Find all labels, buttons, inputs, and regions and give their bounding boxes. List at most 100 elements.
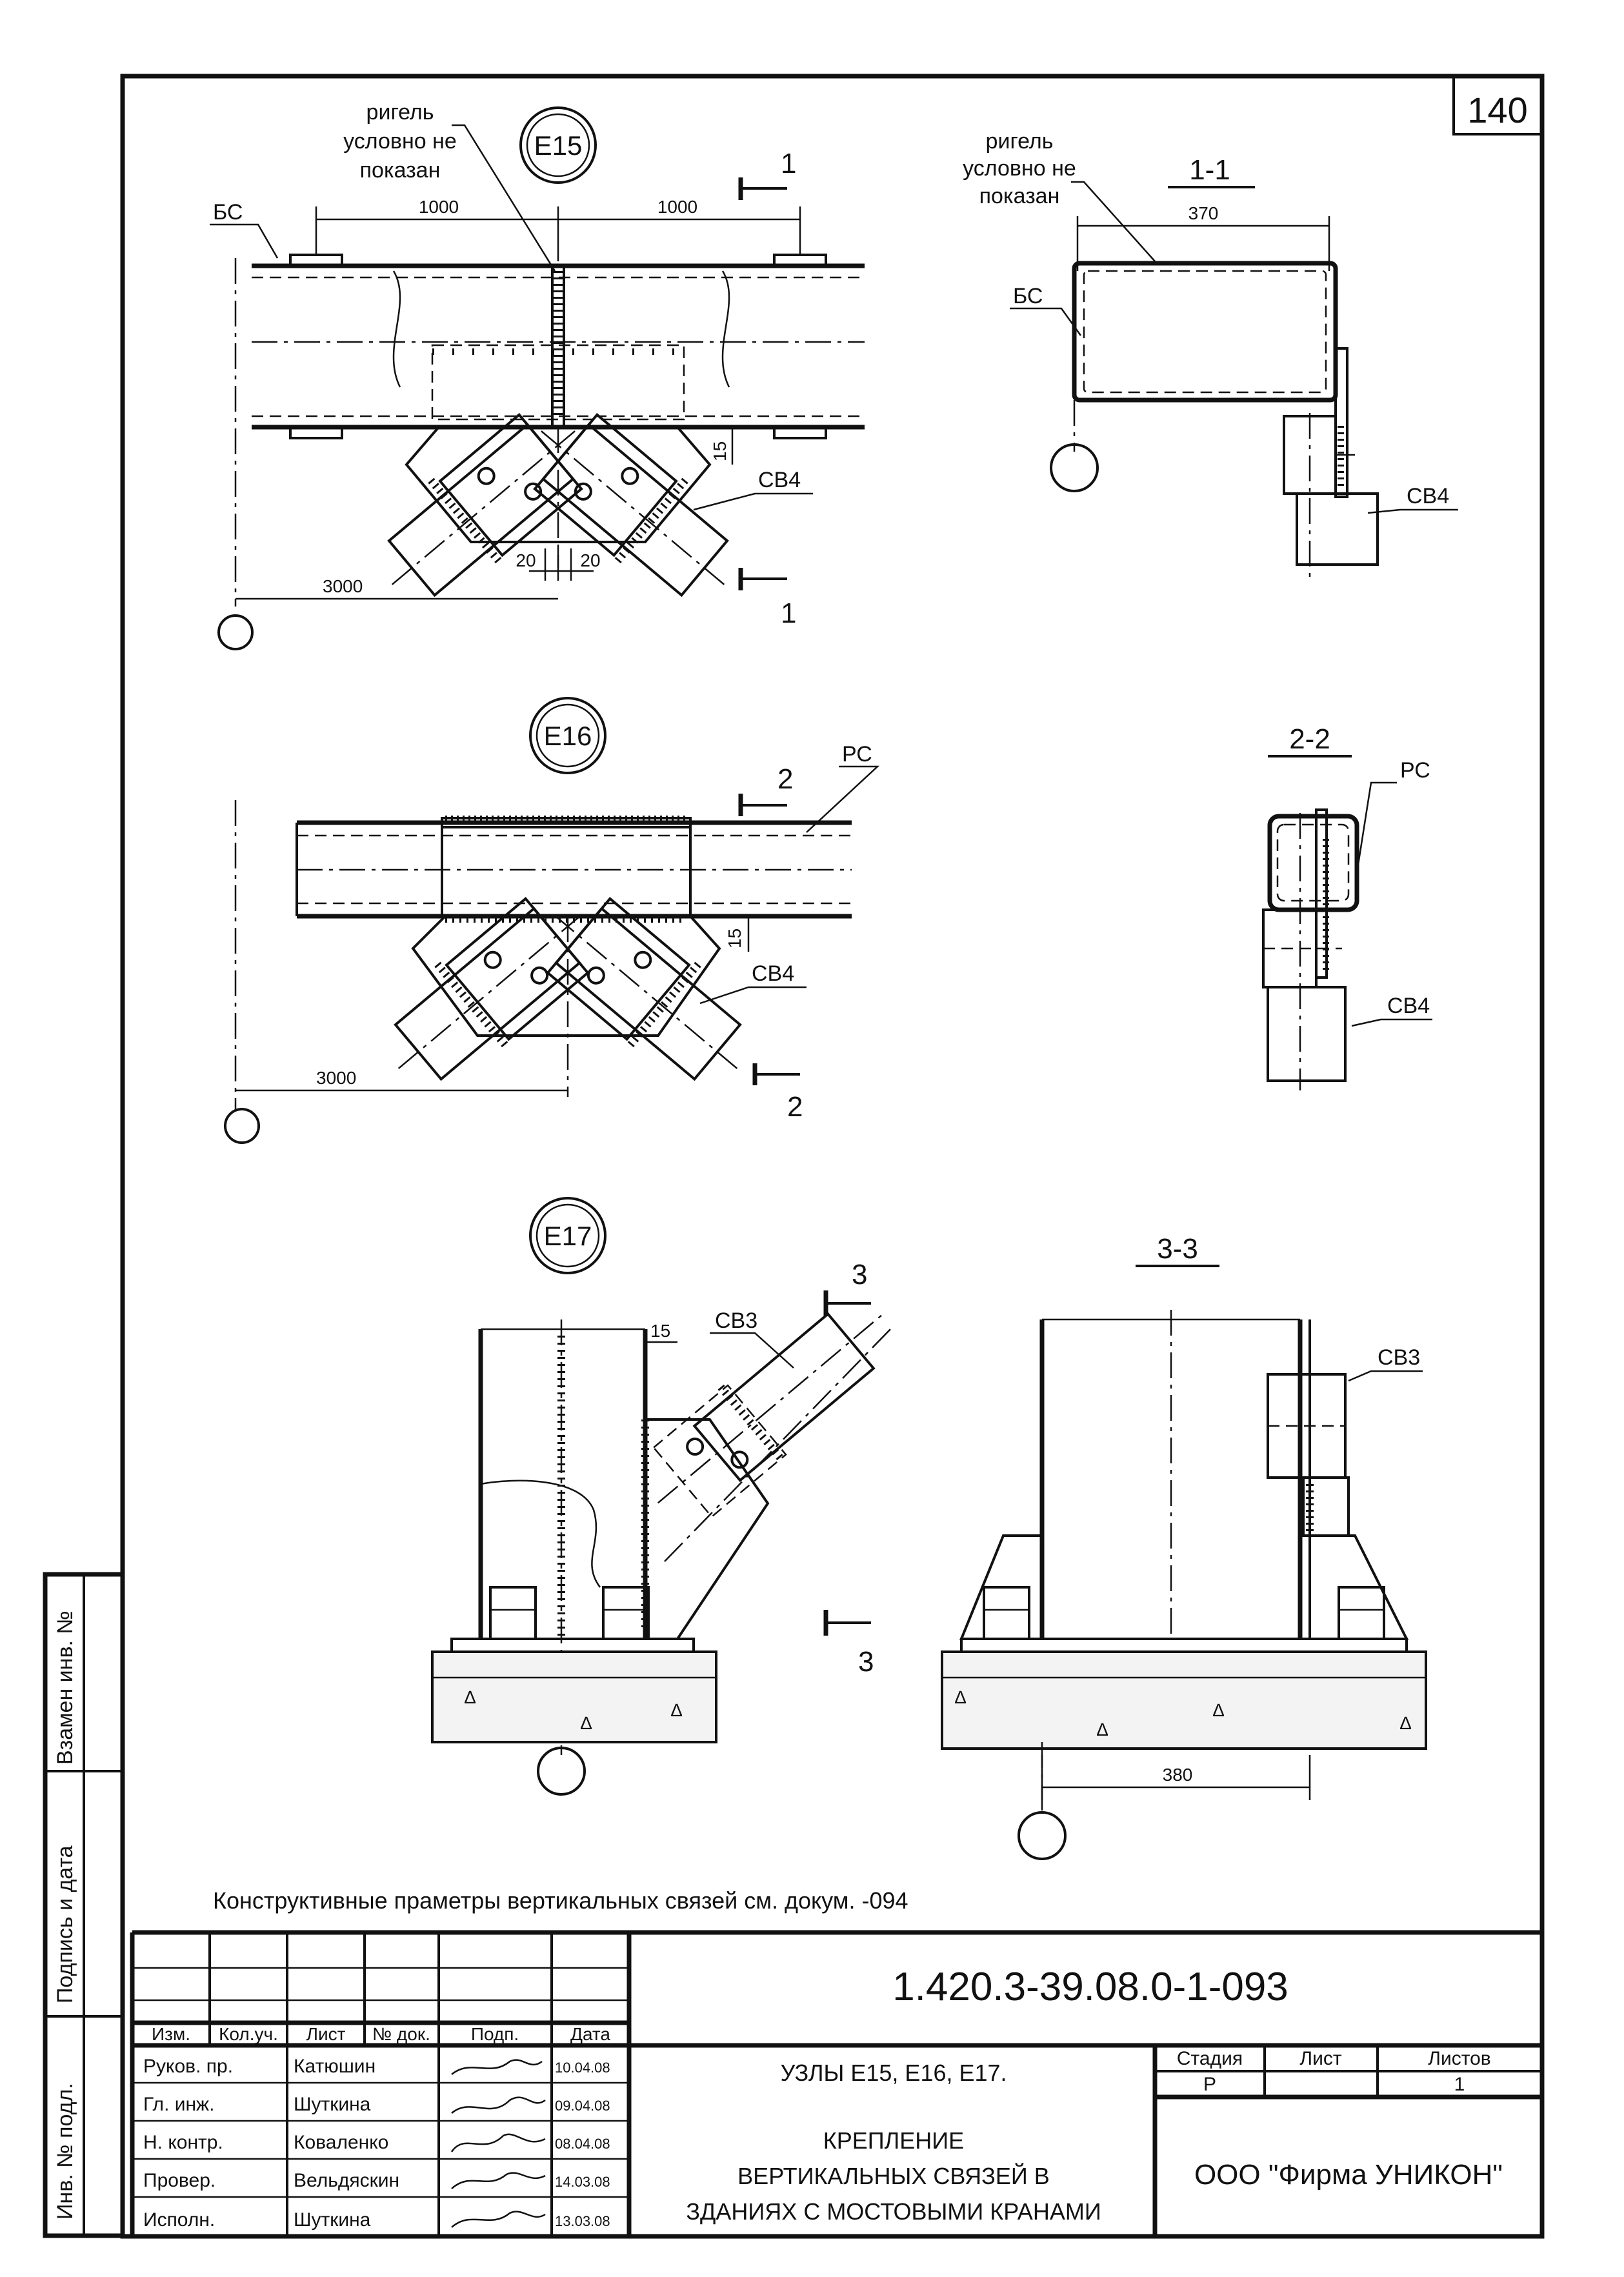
e15-cut-mark-top: 1 — [781, 148, 796, 179]
tb-name-line-1: УЗЛЫ Е15, Е16, Е17. — [780, 2060, 1007, 2086]
tb-name-3: Вельдяскин — [294, 2170, 399, 2191]
tb-company: ООО "Фирма УНИКОН" — [1194, 2159, 1503, 2191]
tb-name-line-4: ЗДАНИЯХ С МОСТОВЫМИ КРАНАМИ — [686, 2198, 1101, 2225]
e16-tag: Е16 — [544, 721, 592, 751]
tb-role-3: Провер. — [143, 2170, 216, 2191]
e15-tag: Е15 — [534, 130, 583, 161]
drawing-frame — [120, 74, 1545, 2239]
tb-lists-h: Листов — [1428, 2048, 1490, 2069]
e15-dim-axis: 3000 — [323, 576, 363, 596]
tb-name-1: Шуткина — [294, 2094, 371, 2115]
tb-name-4: Шуткина — [294, 2209, 371, 2231]
e16-tag-circle — [529, 697, 606, 774]
s11-sv: СВ4 — [1407, 484, 1449, 508]
e16-cut-mark-top: 2 — [777, 763, 793, 795]
svg-text:∆: ∆ — [671, 1700, 683, 1720]
s11-beam-note-2: условно не — [963, 156, 1076, 181]
s11-axis-bubble — [1050, 443, 1099, 492]
stamp-replaced-inv: Взамен инв. № — [53, 1610, 77, 1765]
tb-stage: Р — [1203, 2074, 1216, 2095]
section-2-2: 2-2 РС СВ4 — [1262, 723, 1432, 1090]
node-e17: Е17 3 3 15 СВ3 — [431, 1197, 891, 1796]
svg-text:∆: ∆ — [465, 1687, 476, 1707]
tb-name-2: Коваленко — [294, 2132, 388, 2153]
e16-cut-mark-bottom: 2 — [787, 1091, 803, 1123]
e17-cut-mark-top: 3 — [852, 1259, 867, 1290]
sheet-number-box — [1452, 75, 1543, 135]
e17-axis-bubble — [537, 1747, 586, 1796]
tb-role-1: Гл. инж. — [143, 2094, 214, 2115]
e16-dim-axis: 3000 — [316, 1068, 356, 1088]
e17-cut-mark-bottom: 3 — [858, 1646, 874, 1678]
tb-name-0: Катюшин — [294, 2056, 376, 2077]
svg-text:∆: ∆ — [1097, 1720, 1108, 1740]
tb-name-line-2: КРЕПЛЕНИЕ — [823, 2127, 964, 2154]
e15-beam-note-1: ригель — [366, 100, 434, 125]
e15-cut-mark-bottom: 1 — [781, 597, 796, 629]
s33-title: 3-3 — [1157, 1233, 1198, 1265]
tb-date-2: 08.04.08 — [555, 2136, 610, 2152]
svg-text:∆: ∆ — [1213, 1700, 1225, 1720]
e15-axis-bubble — [217, 614, 254, 650]
s22-sv: СВ4 — [1387, 994, 1430, 1018]
e15-dim-gap-1: 20 — [516, 550, 536, 570]
sheet-number: 140 — [1467, 90, 1527, 130]
tb-col-list: Лист — [306, 2024, 346, 2044]
tb-date-1: 09.04.08 — [555, 2098, 610, 2114]
stamp-inv-orig: Инв. № подл. — [53, 2083, 77, 2220]
svg-text:∆: ∆ — [955, 1687, 967, 1707]
s33-sv: СВ3 — [1378, 1345, 1420, 1370]
general-note: Конструктивные праметры вертикальных свя… — [213, 1887, 908, 1914]
e16-sv: СВ4 — [752, 961, 794, 986]
signatures — [450, 2059, 546, 2228]
tb-role-2: Н. контр. — [143, 2132, 223, 2153]
e15-tag-circle — [519, 106, 597, 184]
e15-beam-note-2: условно не — [343, 129, 457, 154]
tb-col-izm: Изм. — [152, 2024, 190, 2044]
e17-dim-15: 15 — [650, 1321, 670, 1341]
tb-name-line-3: ВЕРТИКАЛЬНЫХ СВЯЗЕЙ В — [737, 2162, 1050, 2189]
section-3-3: 3-3 СВ3 ∆ ∆ ∆ ∆ — [941, 1233, 1427, 1860]
e15-beam-note-3: показан — [360, 158, 441, 183]
e16-dim-15: 15 — [725, 928, 745, 948]
tb-date-4: 13.03.08 — [555, 2213, 610, 2229]
e16-axis-bubble — [224, 1108, 260, 1144]
tb-date-3: 14.03.08 — [555, 2174, 610, 2190]
s11-beam-note-1: ригель — [986, 129, 1054, 154]
title-block: Изм. Кол.уч. Лист № док. Подп. Дата Руко… — [130, 1930, 1542, 2236]
tb-col-data: Дата — [570, 2024, 610, 2044]
e15-sv: СВ4 — [758, 468, 801, 492]
s11-title: 1-1 — [1189, 154, 1230, 186]
s11-bs: БС — [1013, 284, 1043, 308]
svg-text:∆: ∆ — [581, 1713, 592, 1733]
s33-dim-width: 380 — [1163, 1765, 1193, 1785]
e17-sv: СВ3 — [715, 1309, 757, 1333]
tb-col-podp: Подп. — [471, 2024, 519, 2044]
e15-dim-right: 1000 — [657, 197, 697, 217]
s22-rs: РС — [1400, 758, 1430, 783]
e15-dim-left: 1000 — [419, 197, 459, 217]
node-e15: Е15 ригель условно не показан 1 1 1000 1… — [210, 100, 865, 650]
s11-beam-note-3: показан — [979, 184, 1060, 208]
e15-dim-gap-2: 20 — [580, 550, 600, 570]
section-1-1: 1-1 ригель условно не показан 370 БС СВ4 — [963, 129, 1458, 581]
s33-axis-bubble — [1018, 1811, 1067, 1860]
tb-lists: 1 — [1454, 2074, 1465, 2095]
s11-dim-width: 370 — [1188, 203, 1219, 223]
e15-dim-15: 15 — [710, 441, 730, 461]
stamp-sign-date: Подпись и дата — [53, 1845, 77, 2003]
tb-stage-h: Стадия — [1177, 2048, 1243, 2069]
s22-title: 2-2 — [1289, 723, 1330, 755]
e16-rs: РС — [842, 742, 872, 767]
e17-tag: Е17 — [544, 1221, 592, 1251]
tb-role-0: Руков. пр. — [143, 2056, 233, 2077]
tb-date-0: 10.04.08 — [555, 2060, 610, 2076]
tb-code: 1.420.3-39.08.0-1-093 — [892, 1965, 1288, 2009]
tb-role-4: Исполн. — [143, 2209, 215, 2231]
tb-col-ndok: № док. — [372, 2024, 430, 2044]
tb-col-koluch: Кол.уч. — [219, 2024, 278, 2044]
e17-tag-circle — [529, 1197, 606, 1274]
tb-list-h: Лист — [1299, 2048, 1341, 2069]
node-e16: Е16 2 2 РС — [224, 697, 880, 1144]
